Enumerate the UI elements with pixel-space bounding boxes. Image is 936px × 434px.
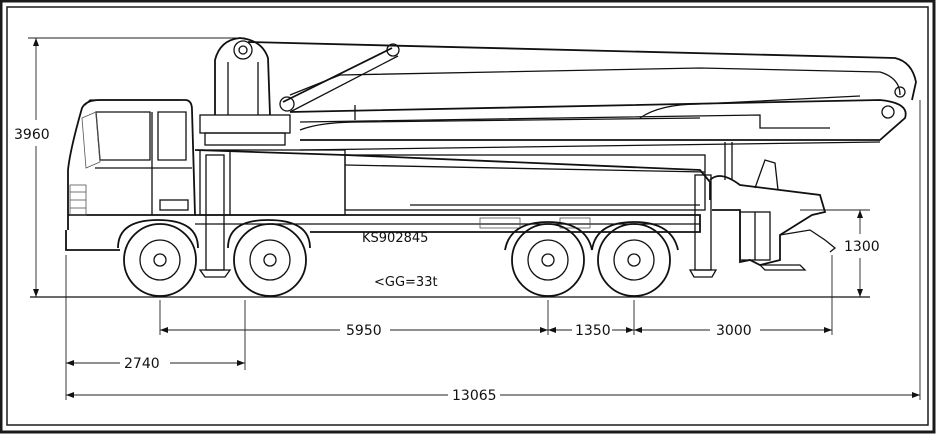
wheelbase-label: 5950 [346,323,382,339]
rear-axle-spacing-label: 1350 [575,323,611,339]
wheel-rear-1 [504,221,593,297]
dimension-row-axles [160,327,832,333]
rear-overhang-label: 3000 [716,323,752,339]
dimension-row-overall [66,392,920,398]
front-to-second-axle-label: 2740 [124,356,160,372]
wheel-rear-2 [591,221,679,297]
axle-reference-lines [65,100,921,400]
truck-cab [65,99,196,251]
weight-label: <GG=33t [374,275,438,290]
plate-label: KS902845 [362,231,428,246]
concrete-hopper [709,159,837,271]
overall-length-label: 13065 [452,388,497,404]
inner-frame [6,6,929,426]
outrigger-dimension-label: 1300 [844,239,880,255]
boom [199,37,917,180]
wheel-front-1 [117,219,199,297]
truck-chassis [194,149,718,278]
outrigger-dimension [800,209,870,297]
height-dimension [28,37,245,297]
height-dimension-label: 3960 [14,127,50,143]
dimension-row-front [66,360,245,366]
wheel-front-2 [227,219,311,297]
